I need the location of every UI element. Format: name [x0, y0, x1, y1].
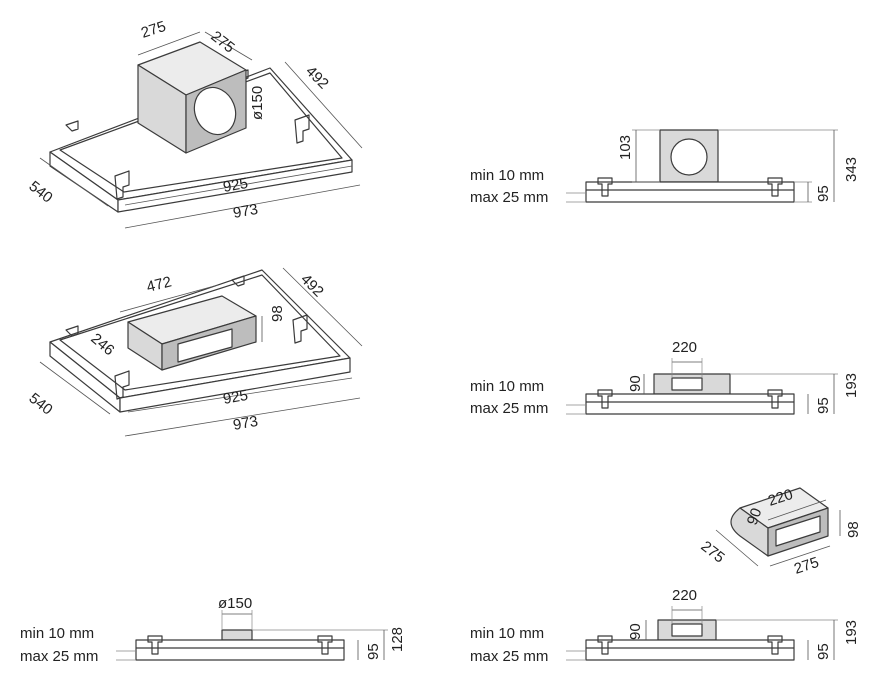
adapter-depth-label: 275: [698, 538, 728, 567]
v2-length-outer-label: 973: [232, 413, 260, 434]
s1-body-label: 95: [815, 185, 832, 202]
adapter-vertical-label: 98: [845, 521, 862, 538]
v1-length-outer-label: 973: [232, 201, 260, 222]
adapter-piece: [715, 487, 841, 567]
s2-min-label: min 10 mm: [470, 378, 544, 395]
s2-total-label: 193: [843, 373, 860, 398]
v2-depth-label: 492: [297, 271, 327, 301]
iso-view-round-outlet: [39, 31, 363, 229]
v1-length-inner-label: 925: [222, 175, 250, 196]
side-view-low-round: [116, 610, 388, 661]
adapter-height-label: 90: [744, 506, 766, 527]
s1-total-label: 343: [843, 157, 860, 182]
s4-height-label: 90: [627, 623, 644, 640]
v1-depth-label: 492: [302, 63, 332, 93]
s4-min-label: min 10 mm: [470, 625, 544, 642]
s4-max-label: max 25 mm: [470, 648, 548, 665]
v2-length-label: 472: [145, 273, 173, 296]
s2-width-label: 220: [672, 339, 697, 356]
side-view-round-outlet: [566, 129, 838, 203]
s4-width-label: 220: [672, 587, 697, 604]
adapter-width-label: 220: [766, 486, 795, 510]
s1-height-label: 103: [617, 135, 634, 160]
v2-width-label: 540: [26, 390, 56, 419]
v1-top-width-label: 275: [139, 18, 168, 42]
s3-total-label: 128: [389, 627, 406, 652]
s4-body-label: 95: [815, 643, 832, 660]
s1-min-label: min 10 mm: [470, 167, 544, 184]
adapter-length-label: 275: [792, 554, 821, 578]
s4-total-label: 193: [843, 620, 860, 645]
s2-max-label: max 25 mm: [470, 400, 548, 417]
s3-min-label: min 10 mm: [20, 625, 94, 642]
v1-width-label: 540: [26, 178, 56, 207]
iso-view-rect-outlet: [39, 267, 363, 437]
side-view-rect-outlet: [566, 358, 838, 415]
s2-height-label: 90: [627, 375, 644, 392]
s3-max-label: max 25 mm: [20, 648, 98, 665]
v1-diameter-label: ø150: [249, 86, 266, 120]
s2-body-label: 95: [815, 397, 832, 414]
side-view-rect-adapter: [566, 606, 838, 661]
s3-diameter-label: ø150: [218, 595, 252, 612]
s3-body-label: 95: [365, 643, 382, 660]
v2-length-inner-label: 925: [222, 387, 250, 408]
s1-max-label: max 25 mm: [470, 189, 548, 206]
v2-height-label: 98: [269, 305, 286, 322]
